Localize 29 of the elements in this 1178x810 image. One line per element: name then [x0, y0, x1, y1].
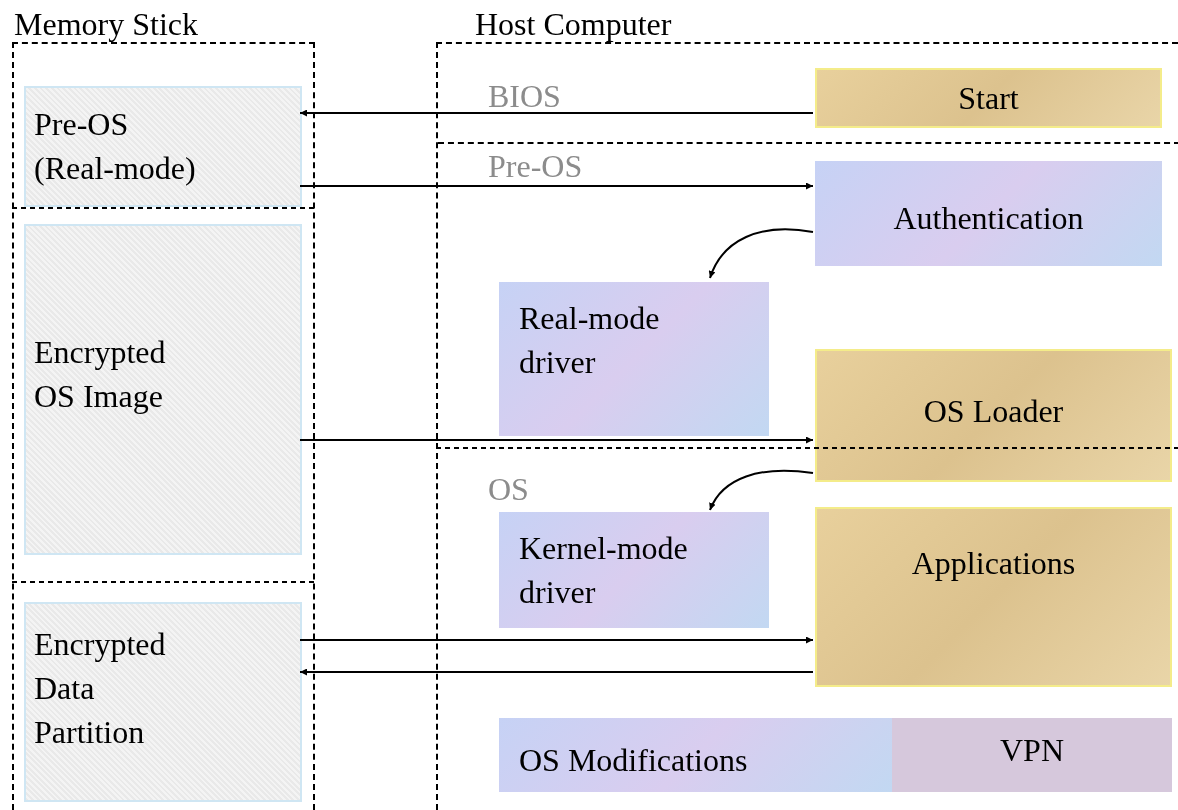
box-label: Encrypted Data Partition [34, 625, 167, 752]
memory-area [24, 86, 302, 207]
box-label: Start [957, 79, 1020, 118]
box-label: Real-mode driver [519, 299, 661, 382]
box-label: Authentication [892, 199, 1085, 238]
process-box [815, 507, 1172, 687]
process-box [815, 161, 1162, 266]
process-box [815, 68, 1162, 128]
section-label: BIOS [488, 77, 561, 116]
memory-area [24, 224, 302, 555]
process-box [892, 718, 1172, 792]
box-label: VPN [999, 731, 1065, 770]
arrow [709, 469, 814, 511]
box-label: OS Loader [922, 392, 1065, 431]
process-box [499, 718, 892, 792]
region-title: Host Computer [475, 5, 672, 44]
arrow [709, 228, 814, 279]
box-label: Kernel-mode driver [519, 529, 689, 612]
box-label: Encrypted OS Image [34, 333, 167, 416]
box-label: Applications [910, 544, 1077, 583]
box-label: Pre-OS (Real-mode) [34, 105, 197, 188]
section-label: OS [488, 470, 529, 509]
box-label: OS Modifications [519, 741, 748, 780]
process-box [815, 349, 1172, 482]
region-title: Memory Stick [14, 5, 198, 44]
process-box [499, 512, 769, 628]
memory-area [24, 602, 302, 802]
process-box [499, 282, 769, 436]
section-label: Pre-OS [488, 147, 583, 186]
